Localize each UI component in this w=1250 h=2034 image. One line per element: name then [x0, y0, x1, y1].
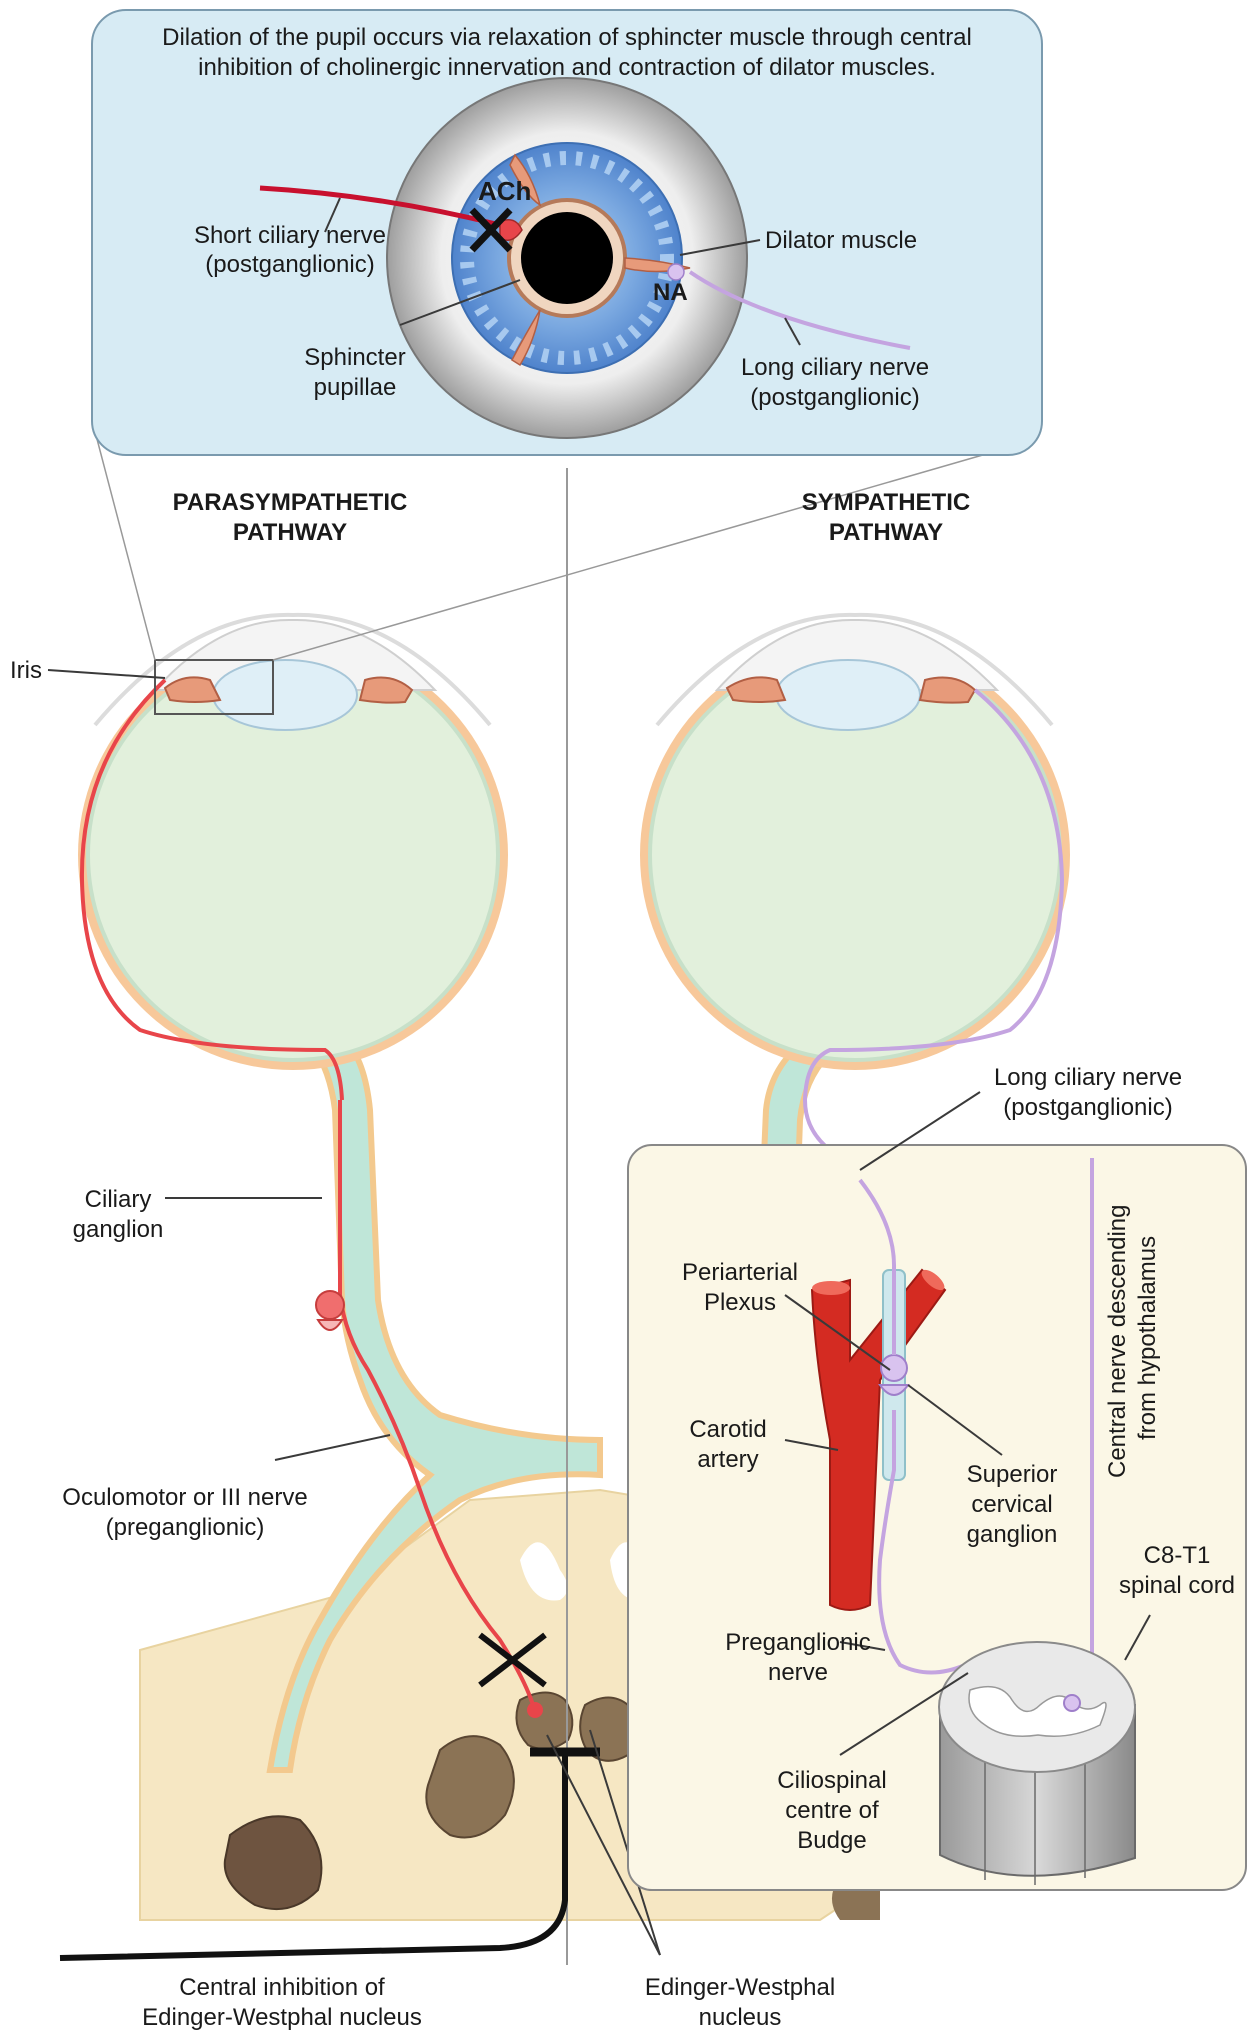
short-ciliary-label-2: (postganglionic) — [205, 251, 374, 278]
ciliary-ganglion-label-2: ganglion — [73, 1216, 164, 1243]
central-inhibition-line — [59, 1752, 568, 1961]
ciliospinal-leader — [839, 1672, 969, 1756]
short-ciliary-label-1: Short ciliary nerve — [194, 222, 386, 249]
parasympathetic-nerve-eye — [79, 678, 344, 1101]
superior-cervical-label-2: cervical — [971, 1491, 1052, 1518]
left-eyeball — [78, 612, 508, 1101]
sympathetic-title-1: SYMPATHETIC — [802, 489, 970, 516]
long-ciliary-callout-label-1: Long ciliary nerve — [741, 354, 929, 381]
iris-pattern — [460, 151, 674, 365]
preganglionic-leader — [839, 1641, 886, 1651]
ach-label: ACh — [478, 176, 531, 206]
left-lens — [212, 659, 358, 731]
na-label: NA — [653, 279, 688, 306]
short-ciliary-nerve — [259, 185, 501, 228]
edinger-westphal-nucleus-left — [515, 1691, 574, 1750]
ew-leader-2 — [589, 1729, 661, 1956]
periarterial-label-1: Periarterial — [682, 1259, 798, 1286]
superior-cervical-label-1: Superior — [967, 1461, 1058, 1488]
central-inhibition-label-1: Central inhibition of — [179, 1974, 385, 2001]
iris-leader — [47, 669, 166, 679]
ew-nucleus-dot — [527, 1702, 543, 1718]
ew-leader-1 — [546, 1734, 661, 1956]
c8t1-label-1: C8-T1 — [1144, 1542, 1211, 1569]
zoom-leader-left — [91, 419, 156, 661]
long-ciliary-leader — [784, 317, 801, 346]
iris-label: Iris — [10, 657, 42, 684]
inhibition-x-mark — [478, 1632, 547, 1688]
parasympathetic-title-1: PARASYMPATHETIC — [173, 489, 408, 516]
oculomotor-label-2: (preganglionic) — [106, 1514, 265, 1541]
na-receptor — [667, 263, 685, 281]
superior-cervical-leader — [907, 1384, 1003, 1456]
sphincter-label-2: pupillae — [314, 374, 397, 401]
oculomotor-label-1: Oculomotor or III nerve — [62, 1484, 307, 1511]
long-ciliary-nerve-callout — [688, 270, 911, 350]
sphincter-leader — [399, 279, 521, 326]
carotid-leader — [784, 1439, 839, 1451]
preganglionic-label-2: nerve — [768, 1659, 828, 1686]
oculomotor-leader — [274, 1434, 391, 1461]
dilator-leader — [679, 239, 761, 256]
central-nerve-label-2: from hypothalamus — [1134, 1236, 1161, 1440]
sympathetic-title-2: PATHWAY — [829, 519, 943, 546]
caption-line-1: Dilation of the pupil occurs via relaxat… — [162, 24, 972, 51]
iris-zoom-box — [154, 659, 274, 715]
periarterial-leader — [784, 1294, 891, 1371]
preganglionic-label-1: Preganglionic — [725, 1629, 870, 1656]
parasympathetic-pathway — [59, 1100, 600, 1961]
left-cornea — [152, 618, 438, 691]
left-iris-sphincter — [163, 676, 222, 703]
spinal-cord — [938, 1641, 1136, 1885]
ciliospinal-label-2: centre of — [785, 1797, 879, 1824]
callout-caption: Dilation of the pupil occurs via relaxat… — [162, 24, 972, 81]
periarterial-label-2: Plexus — [704, 1289, 776, 1316]
ew-nucleus-label-1: Edinger-Westphal — [645, 1974, 835, 2001]
parasympathetic-title-2: PATHWAY — [233, 519, 347, 546]
ew-nucleus-label-2: nucleus — [699, 2004, 782, 2031]
long-ciliary-callout-label-2: (postganglionic) — [750, 384, 919, 411]
carotid-label-2: artery — [697, 1446, 758, 1473]
iris-closeup — [386, 77, 748, 439]
c8t1-leader — [1124, 1614, 1151, 1661]
caption-line-2: inhibition of cholinergic innervation an… — [198, 54, 936, 81]
ach-block-x — [469, 207, 513, 253]
oculomotor-nerve — [338, 1100, 535, 1706]
right-eyeball — [640, 612, 1070, 1181]
dilator-muscle-top — [509, 153, 542, 207]
ciliary-ganglion — [315, 1290, 345, 1331]
long-ciliary-leader-lower — [859, 1091, 981, 1171]
ciliospinal-neuron — [1063, 1694, 1081, 1712]
dilator-muscle-bottom — [511, 309, 541, 367]
ciliospinal-label-3: Budge — [797, 1827, 866, 1854]
central-inhibition-label-2: Edinger-Westphal nucleus — [142, 2004, 422, 2031]
superior-cervical-label-3: ganglion — [967, 1521, 1058, 1548]
long-ciliary-label-1: Long ciliary nerve — [994, 1064, 1182, 1091]
carotid-artery — [810, 1268, 947, 1611]
carotid-label-1: Carotid — [689, 1416, 766, 1443]
right-lens — [775, 659, 921, 731]
central-nerve-label-1: Central nerve descending — [1104, 1204, 1131, 1478]
ciliospinal-label-1: Ciliospinal — [777, 1767, 886, 1794]
pupil — [521, 212, 613, 304]
zoom-leader-right — [272, 449, 1001, 661]
superior-cervical-ganglion-shape — [878, 1354, 910, 1396]
short-ciliary-leader — [324, 197, 341, 233]
c8t1-label-2: spinal cord — [1119, 1572, 1235, 1599]
sphincter-label-1: Sphincter — [304, 344, 405, 371]
sympathetic-nerve-eye — [802, 688, 1065, 1181]
long-ciliary-label-2: (postganglionic) — [1003, 1094, 1172, 1121]
dilator-muscle-label: Dilator muscle — [765, 227, 917, 254]
ciliary-ganglion-label-1: Ciliary — [85, 1186, 152, 1213]
